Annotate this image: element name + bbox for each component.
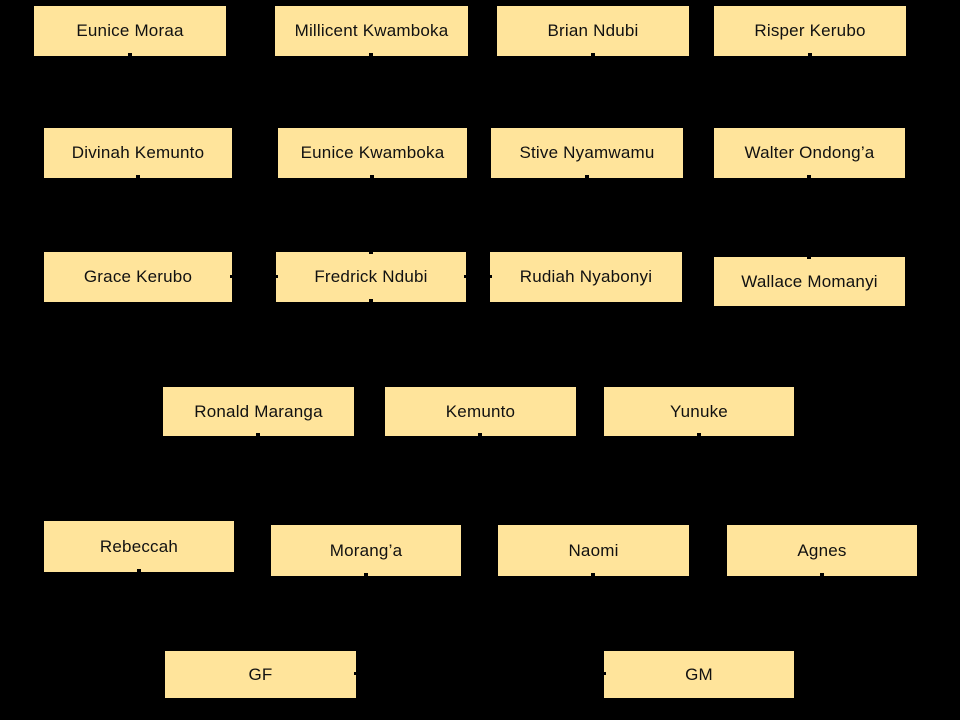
connector-stub xyxy=(369,53,373,59)
person-name: Grace Kerubo xyxy=(83,267,193,286)
connector-stub xyxy=(137,569,141,575)
person-name: Agnes xyxy=(797,540,847,560)
connector-stub xyxy=(591,53,595,59)
person-name: Eunice Moraa xyxy=(76,21,184,40)
person-box-ronald-maranga[interactable]: Ronald Maranga xyxy=(162,386,355,437)
connector-stub xyxy=(364,573,368,579)
person-box-eunice-kwamboka[interactable]: Eunice Kwamboka xyxy=(277,127,468,179)
person-name: Rebeccah xyxy=(99,536,179,556)
connector-stub xyxy=(354,672,360,675)
connector-stub xyxy=(591,573,595,579)
connector-stub xyxy=(600,672,606,675)
connector-stub xyxy=(256,433,260,439)
person-box-rebeccah[interactable]: Rebeccah xyxy=(43,520,235,573)
person-box-rudiah-nyabonyi[interactable]: Rudiah Nyabonyi xyxy=(489,251,683,303)
connector-stub xyxy=(807,253,811,259)
person-name: Brian Ndubi xyxy=(547,21,639,40)
person-name: Risper Kerubo xyxy=(754,21,866,40)
person-box-grace-kerubo[interactable]: Grace Kerubo xyxy=(43,251,233,303)
person-box-gm[interactable]: GM xyxy=(603,650,795,699)
person-name: Morang’a xyxy=(329,540,403,560)
person-box-millicent-kwamboka[interactable]: Millicent Kwamboka xyxy=(274,5,469,57)
person-name: Millicent Kwamboka xyxy=(294,21,449,40)
person-name: Fredrick Ndubi xyxy=(314,267,428,286)
person-name: Wallace Momanyi xyxy=(741,271,878,291)
person-box-fredrick-ndubi[interactable]: Fredrick Ndubi xyxy=(275,251,467,303)
person-box-kemunto[interactable]: Kemunto xyxy=(384,386,577,437)
person-name: GF xyxy=(248,664,273,684)
person-name: Naomi xyxy=(568,540,619,560)
person-box-yunuke[interactable]: Yunuke xyxy=(603,386,795,437)
person-box-stive-nyamwamu[interactable]: Stive Nyamwamu xyxy=(490,127,684,179)
connector-stub xyxy=(369,248,373,254)
person-name: Ronald Maranga xyxy=(194,401,323,421)
connector-stub xyxy=(370,175,374,181)
connector-stub xyxy=(585,175,589,181)
person-box-moranga[interactable]: Morang’a xyxy=(270,524,462,577)
connector-stub xyxy=(808,53,812,59)
person-name: Walter Ondong’a xyxy=(744,143,875,162)
person-box-wallace-momanyi[interactable]: Wallace Momanyi xyxy=(713,256,906,307)
person-name: Yunuke xyxy=(670,401,728,421)
connector-stub xyxy=(230,275,236,278)
connector-stub xyxy=(128,53,132,59)
person-box-walter-ondonga[interactable]: Walter Ondong’a xyxy=(713,127,906,179)
connector-stub xyxy=(697,433,701,439)
person-name: Divinah Kemunto xyxy=(71,143,205,162)
person-name: Kemunto xyxy=(445,401,516,421)
connector-stub xyxy=(369,299,373,305)
person-name: Stive Nyamwamu xyxy=(519,143,655,162)
person-name: GM xyxy=(685,664,713,684)
person-name: Rudiah Nyabonyi xyxy=(519,267,653,286)
connector-stub xyxy=(136,175,140,181)
connector-stub xyxy=(820,573,824,579)
person-name: Eunice Kwamboka xyxy=(300,143,445,162)
connector-stub xyxy=(478,433,482,439)
connector-stub xyxy=(272,275,278,278)
connector-stub xyxy=(486,275,492,278)
person-box-agnes[interactable]: Agnes xyxy=(726,524,918,577)
person-box-brian-ndubi[interactable]: Brian Ndubi xyxy=(496,5,690,57)
person-box-naomi[interactable]: Naomi xyxy=(497,524,690,577)
person-box-gf[interactable]: GF xyxy=(164,650,357,699)
connector-stub xyxy=(807,175,811,181)
person-box-risper-kerubo[interactable]: Risper Kerubo xyxy=(713,5,907,57)
connector-stub xyxy=(464,275,470,278)
person-box-divinah-kemunto[interactable]: Divinah Kemunto xyxy=(43,127,233,179)
person-box-eunice-moraa[interactable]: Eunice Moraa xyxy=(33,5,227,57)
